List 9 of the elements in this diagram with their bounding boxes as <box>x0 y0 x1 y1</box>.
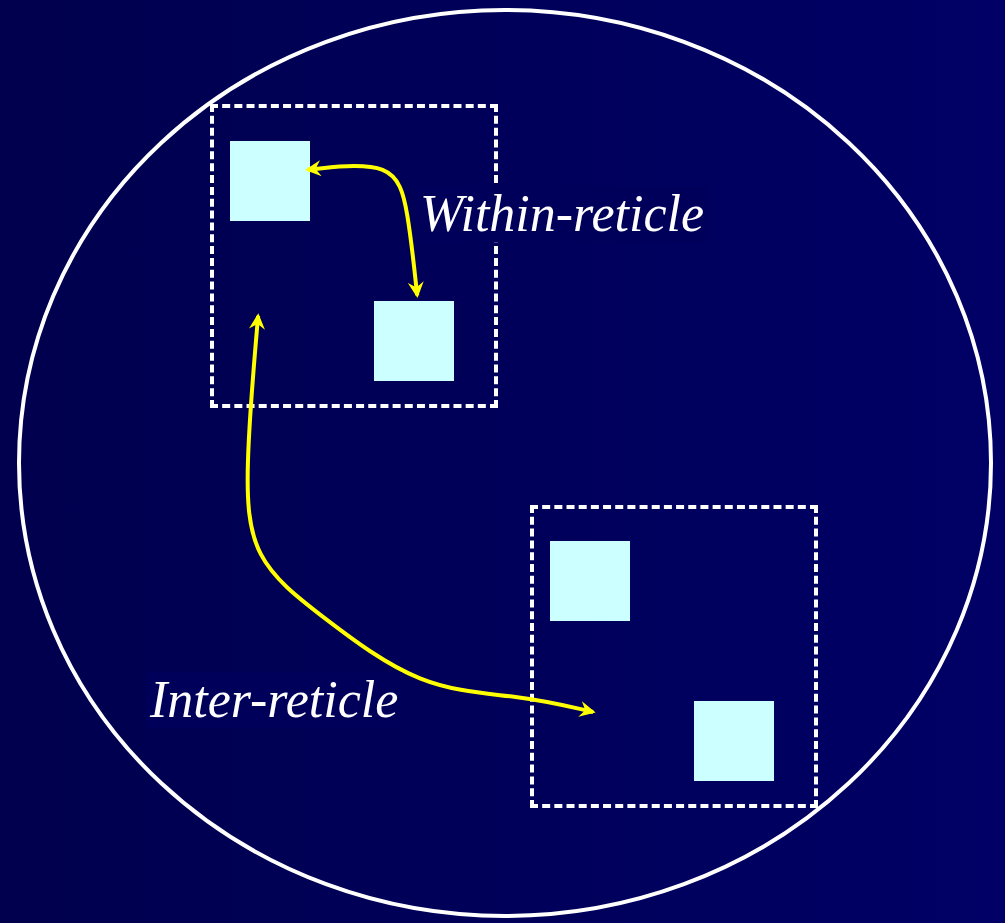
edge-label: Inter-reticle <box>146 672 403 728</box>
double-arrow <box>304 160 424 299</box>
double-arrow <box>245 313 596 717</box>
die-square <box>230 141 310 221</box>
die-square <box>694 701 774 781</box>
reticle-box <box>530 505 818 808</box>
wafer-circle <box>17 8 993 918</box>
die-square <box>550 541 630 621</box>
die-square <box>374 301 454 381</box>
